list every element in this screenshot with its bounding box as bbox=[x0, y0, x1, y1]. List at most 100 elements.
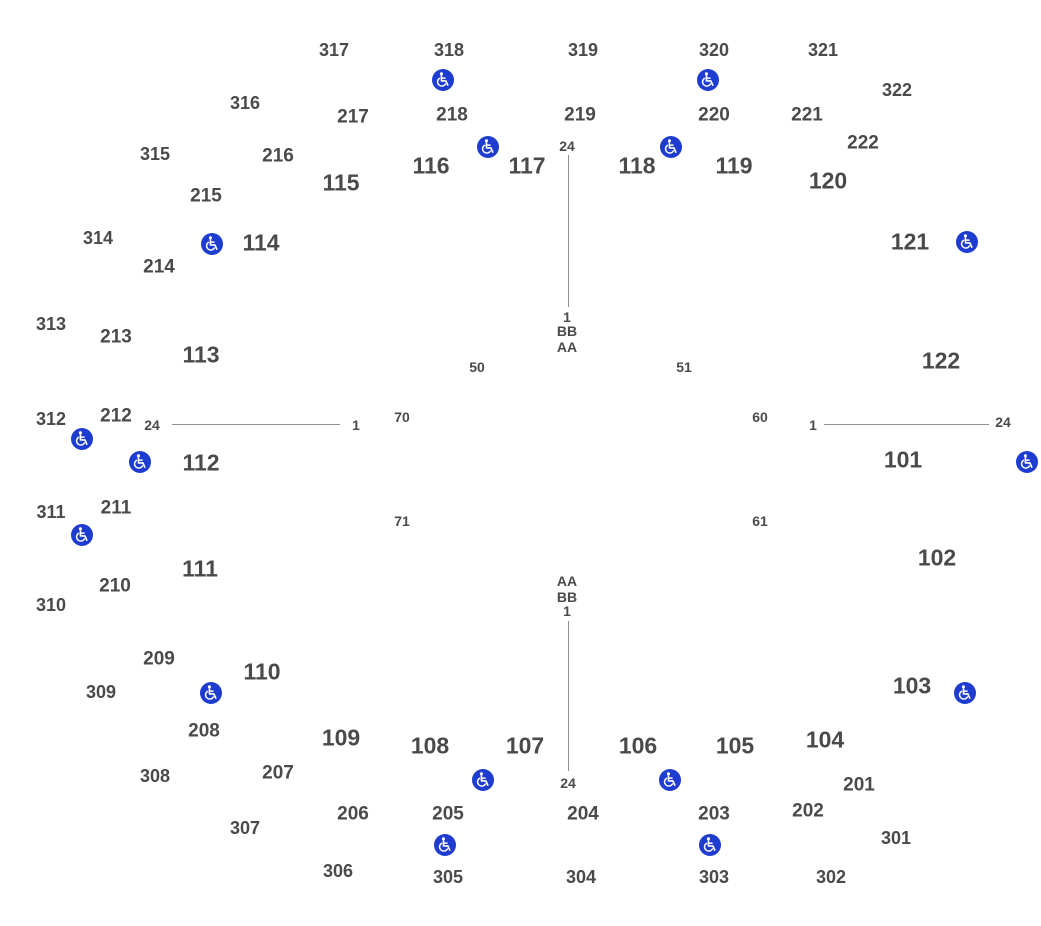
section-221[interactable]: 221 bbox=[791, 104, 823, 126]
section-218[interactable]: 218 bbox=[436, 104, 468, 126]
section-216[interactable]: 216 bbox=[262, 145, 294, 167]
section-210[interactable]: 210 bbox=[99, 575, 131, 597]
section-312[interactable]: 312 bbox=[35, 409, 67, 429]
section-309[interactable]: 309 bbox=[85, 682, 117, 702]
section-314[interactable]: 314 bbox=[82, 228, 114, 248]
wheelchair-accessible-icon-graphic bbox=[71, 428, 93, 450]
section-303[interactable]: 303 bbox=[698, 867, 730, 887]
section-316[interactable]: 316 bbox=[229, 93, 261, 113]
row-marker-east-1: 24 bbox=[995, 414, 1011, 430]
wheelchair-accessible-icon-graphic bbox=[201, 233, 223, 255]
section-105[interactable]: 105 bbox=[715, 732, 755, 759]
section-304[interactable]: 304 bbox=[565, 867, 597, 887]
section-315[interactable]: 315 bbox=[139, 144, 171, 164]
section-310[interactable]: 310 bbox=[35, 595, 67, 615]
section-209[interactable]: 209 bbox=[143, 648, 175, 670]
section-121[interactable]: 121 bbox=[890, 228, 930, 255]
section-306[interactable]: 306 bbox=[322, 861, 354, 881]
wheelchair-accessible-icon-graphic bbox=[432, 69, 454, 91]
wheelchair-accessible-icon-graphic bbox=[956, 231, 978, 253]
section-219[interactable]: 219 bbox=[564, 104, 596, 126]
section-321[interactable]: 321 bbox=[807, 40, 839, 60]
section-313[interactable]: 313 bbox=[35, 314, 67, 334]
section-322[interactable]: 322 bbox=[881, 80, 913, 100]
divider-line-north bbox=[567, 155, 569, 307]
section-205[interactable]: 205 bbox=[432, 803, 464, 825]
section-307[interactable]: 307 bbox=[229, 818, 261, 838]
section-116[interactable]: 116 bbox=[412, 152, 450, 179]
wheelchair-accessible-icon bbox=[477, 136, 499, 158]
wheelchair-accessible-icon bbox=[71, 428, 93, 450]
row-marker-corners-0: 50 bbox=[469, 359, 485, 375]
section-211[interactable]: 211 bbox=[100, 497, 132, 519]
section-120[interactable]: 120 bbox=[808, 167, 848, 194]
section-319[interactable]: 319 bbox=[567, 40, 599, 60]
section-222[interactable]: 222 bbox=[847, 132, 879, 154]
wheelchair-accessible-icon bbox=[699, 834, 721, 856]
section-118[interactable]: 118 bbox=[618, 152, 656, 179]
section-104[interactable]: 104 bbox=[805, 726, 845, 753]
section-115[interactable]: 115 bbox=[322, 169, 360, 196]
section-212[interactable]: 212 bbox=[100, 405, 132, 427]
section-119[interactable]: 119 bbox=[715, 152, 753, 179]
row-marker-north-2: BB bbox=[556, 323, 578, 339]
section-103[interactable]: 103 bbox=[892, 672, 932, 699]
section-101[interactable]: 101 bbox=[883, 446, 923, 473]
wheelchair-accessible-icon bbox=[1016, 451, 1038, 473]
section-208[interactable]: 208 bbox=[188, 720, 220, 742]
section-214[interactable]: 214 bbox=[143, 256, 175, 278]
wheelchair-accessible-icon-graphic bbox=[1016, 451, 1038, 473]
wheelchair-accessible-icon bbox=[129, 451, 151, 473]
section-215[interactable]: 215 bbox=[190, 185, 222, 207]
section-301[interactable]: 301 bbox=[880, 828, 912, 848]
section-111[interactable]: 111 bbox=[182, 555, 218, 582]
section-112[interactable]: 112 bbox=[182, 449, 220, 476]
section-302[interactable]: 302 bbox=[815, 867, 847, 887]
row-marker-south-3: 24 bbox=[560, 775, 576, 791]
section-122[interactable]: 122 bbox=[921, 347, 961, 374]
row-marker-corners-4: 60 bbox=[752, 409, 768, 425]
section-108[interactable]: 108 bbox=[410, 732, 450, 759]
section-206[interactable]: 206 bbox=[337, 803, 369, 825]
section-201[interactable]: 201 bbox=[843, 774, 875, 796]
section-217[interactable]: 217 bbox=[337, 106, 369, 128]
section-114[interactable]: 114 bbox=[242, 229, 280, 256]
section-204[interactable]: 204 bbox=[567, 803, 599, 825]
section-317[interactable]: 317 bbox=[318, 40, 350, 60]
section-106[interactable]: 106 bbox=[618, 732, 658, 759]
section-202[interactable]: 202 bbox=[792, 800, 824, 822]
divider-line-south bbox=[567, 621, 569, 771]
section-107[interactable]: 107 bbox=[505, 732, 545, 759]
section-113[interactable]: 113 bbox=[182, 341, 220, 368]
section-102[interactable]: 102 bbox=[917, 544, 957, 571]
section-311[interactable]: 311 bbox=[36, 502, 66, 522]
wheelchair-accessible-icon-graphic bbox=[699, 834, 721, 856]
row-marker-north-3: AA bbox=[556, 339, 578, 355]
row-marker-corners-1: 51 bbox=[676, 359, 692, 375]
wheelchair-accessible-icon bbox=[660, 136, 682, 158]
wheelchair-accessible-icon bbox=[432, 69, 454, 91]
section-305[interactable]: 305 bbox=[432, 867, 464, 887]
wheelchair-accessible-icon-graphic bbox=[434, 834, 456, 856]
wheelchair-accessible-icon-graphic bbox=[477, 136, 499, 158]
row-marker-east-0: 1 bbox=[809, 417, 817, 433]
section-308[interactable]: 308 bbox=[139, 766, 171, 786]
section-109[interactable]: 109 bbox=[321, 724, 361, 751]
section-220[interactable]: 220 bbox=[698, 104, 730, 126]
wheelchair-accessible-icon-graphic bbox=[660, 136, 682, 158]
section-117[interactable]: 117 bbox=[508, 152, 546, 179]
section-207[interactable]: 207 bbox=[262, 762, 294, 784]
section-110[interactable]: 110 bbox=[243, 658, 281, 685]
wheelchair-accessible-icon bbox=[434, 834, 456, 856]
section-320[interactable]: 320 bbox=[698, 40, 730, 60]
section-318[interactable]: 318 bbox=[433, 40, 465, 60]
row-marker-south-1: BB bbox=[556, 589, 578, 605]
wheelchair-accessible-icon bbox=[956, 231, 978, 253]
wheelchair-accessible-icon bbox=[201, 233, 223, 255]
wheelchair-accessible-icon bbox=[697, 69, 719, 91]
wheelchair-accessible-icon bbox=[472, 769, 494, 791]
wheelchair-accessible-icon-graphic bbox=[200, 682, 222, 704]
section-213[interactable]: 213 bbox=[100, 326, 132, 348]
section-203[interactable]: 203 bbox=[698, 803, 730, 825]
